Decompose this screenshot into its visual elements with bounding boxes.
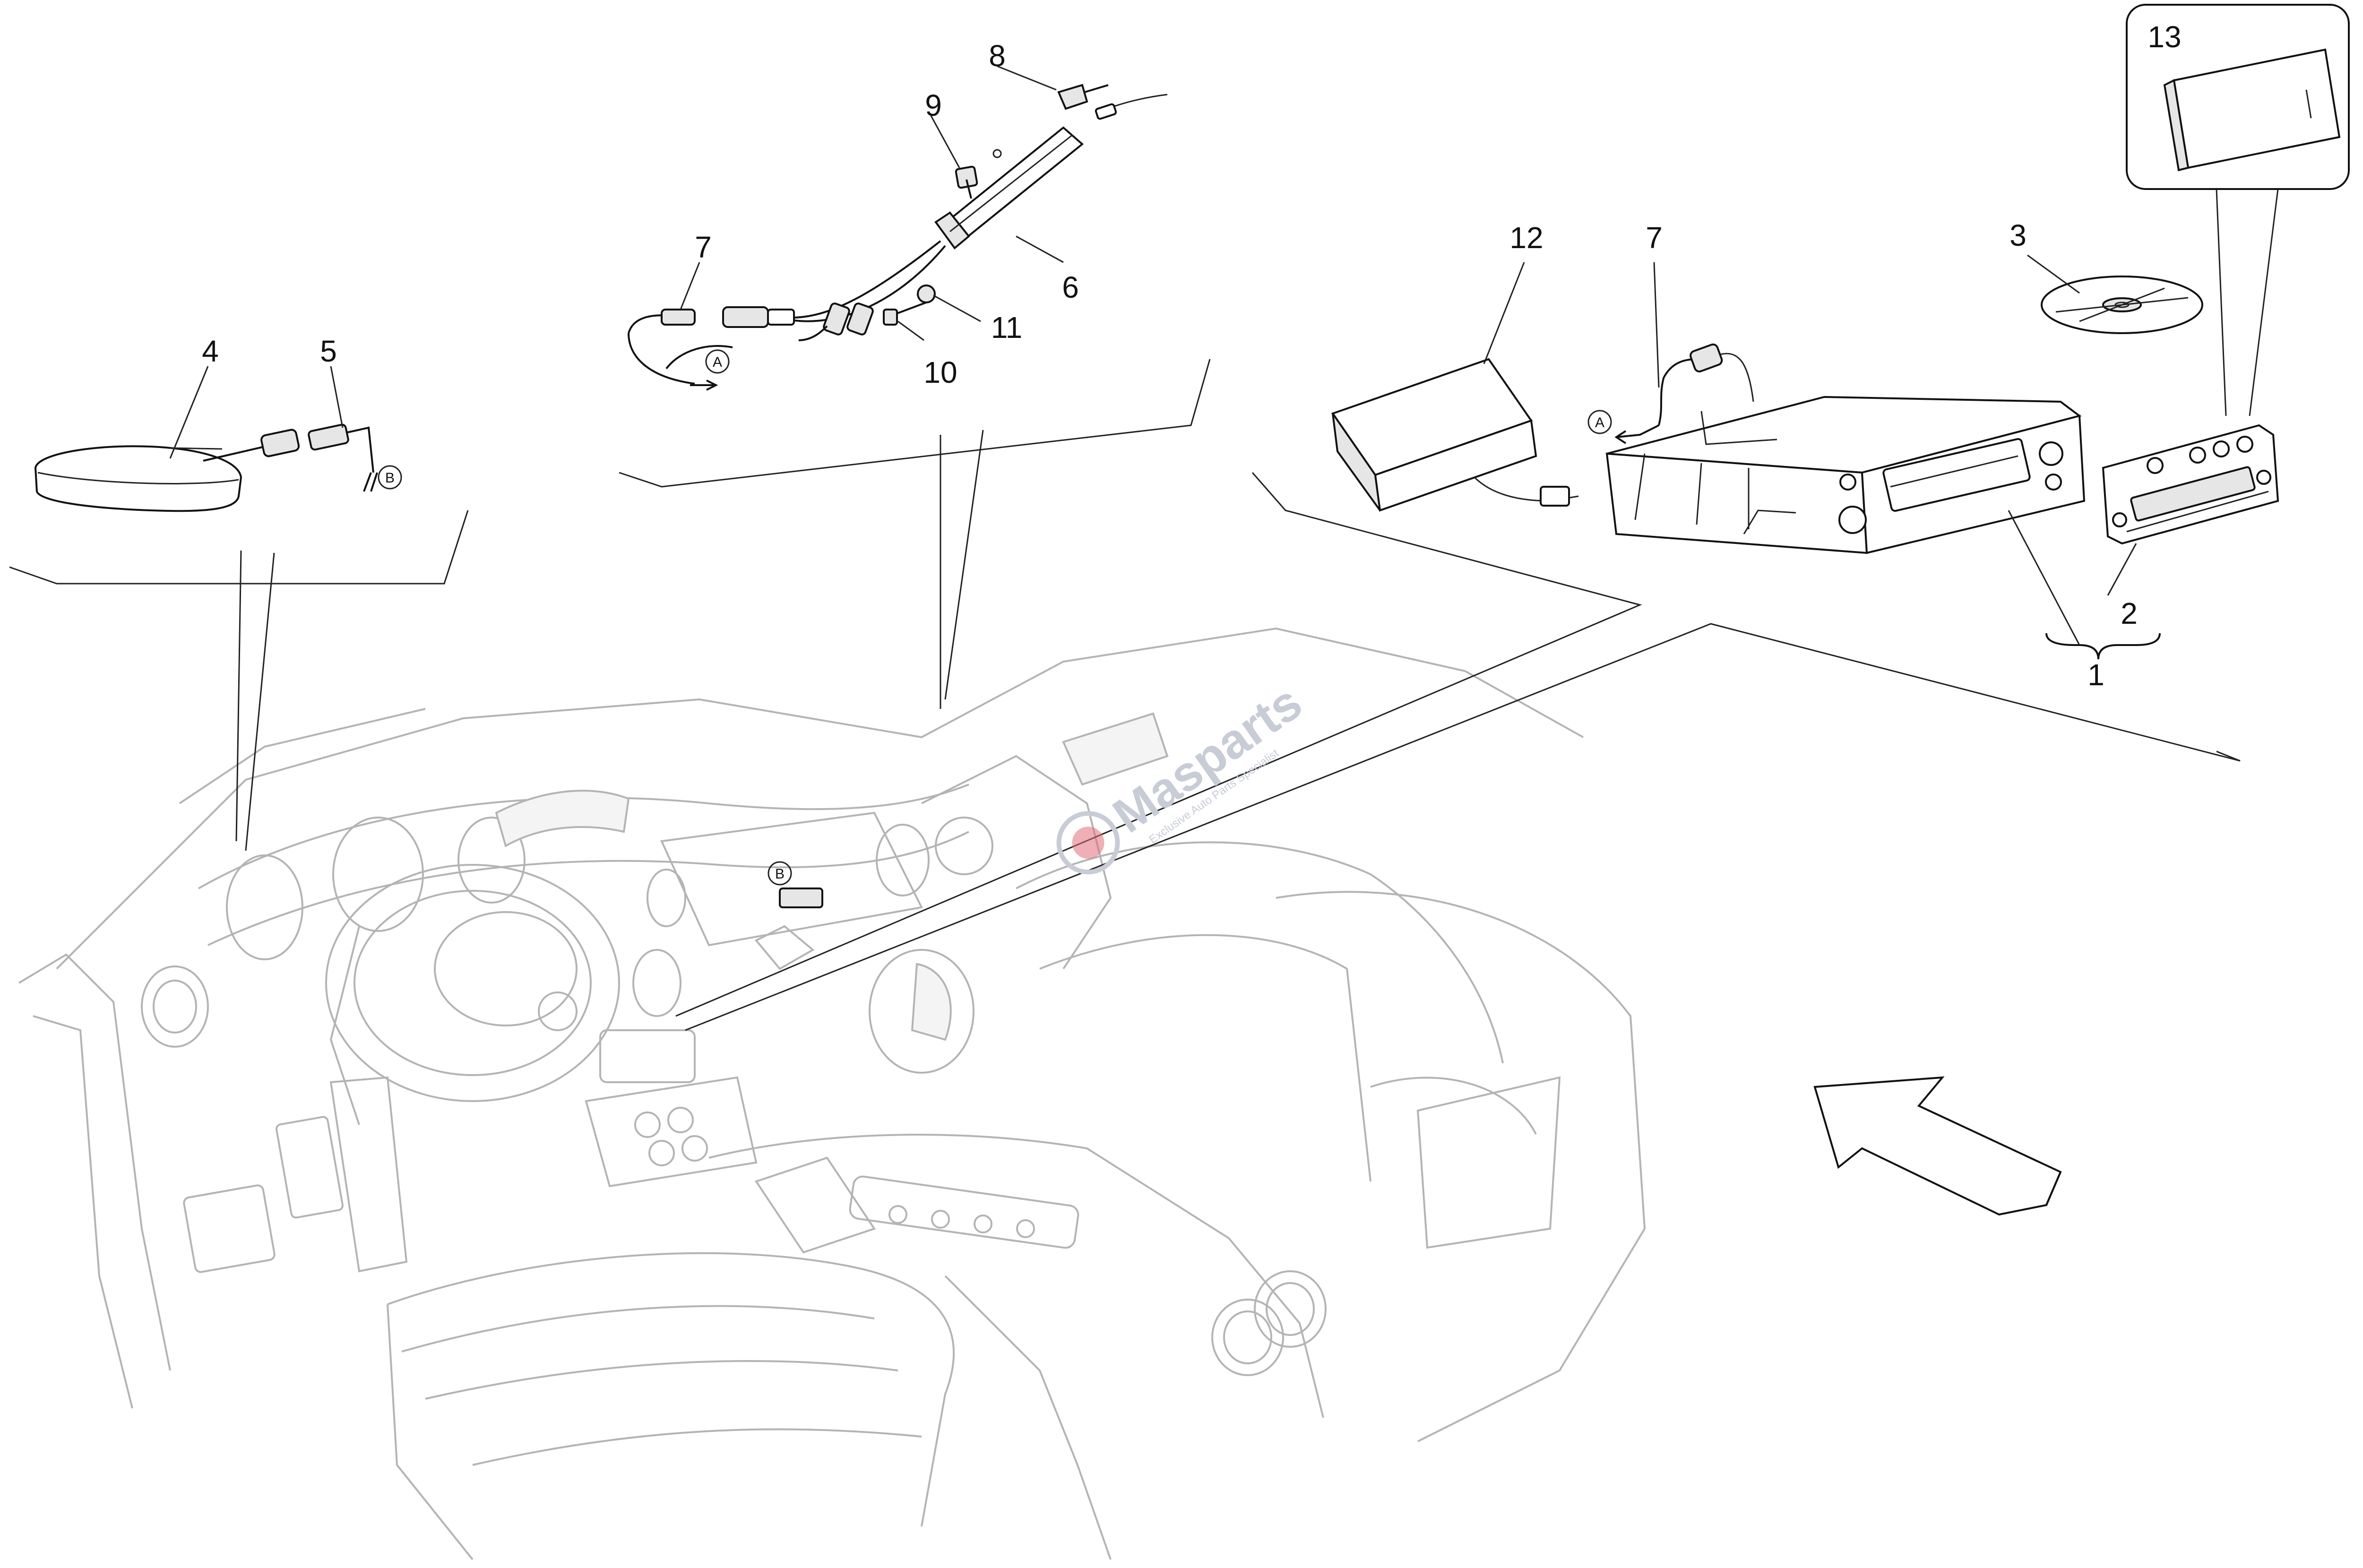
connector-b-marker-2: B (768, 861, 823, 908)
callout-7-radio: 7 (1646, 221, 1663, 255)
part-7-cable-harness (628, 240, 946, 391)
callout-leader-lines (169, 65, 2137, 646)
callout-11: 11 (991, 310, 1022, 345)
callout-9: 9 (925, 88, 942, 122)
part-11-nut (917, 284, 936, 303)
callout-13: 13 (2147, 20, 2181, 54)
part-7-radio-cable (1614, 343, 1754, 444)
part-8-screw (1057, 84, 1168, 120)
connector-a-marker-2: A (1587, 410, 1612, 434)
connector-a-label: A (713, 354, 722, 370)
connector-b-label: B (775, 866, 785, 882)
callout-12: 12 (1509, 221, 1543, 255)
connector-b-plug (779, 887, 823, 908)
connector-b-label: B (385, 470, 395, 486)
callout-10: 10 (923, 355, 957, 389)
callout-4: 4 (202, 334, 219, 368)
group-brace (2045, 633, 2161, 660)
car-interior-drawing (18, 627, 1646, 1560)
leader-lines (9, 189, 2279, 1031)
callout-5: 5 (320, 334, 337, 368)
part-1-radio-unit (1605, 396, 2086, 554)
part-4-antenna (34, 445, 242, 512)
part-6-amplifier (934, 126, 1084, 250)
callout-7-amp: 7 (695, 230, 712, 264)
connector-a-label: A (1595, 415, 1604, 431)
connector-a-marker-1: A (705, 349, 730, 374)
part-9-screw (955, 149, 1002, 199)
part-5-antenna-cable (203, 423, 378, 492)
callout-3: 3 (2009, 218, 2027, 252)
connector-b-marker-1: B (378, 465, 402, 490)
part-12-cover (1331, 358, 1579, 512)
view-direction-arrow (1813, 1076, 2062, 1216)
callout-6: 6 (1062, 270, 1079, 304)
watermark-logo-icon (1056, 811, 1120, 875)
part-3-disc (2041, 276, 2203, 334)
part-13-case-inset (2126, 4, 2350, 190)
arrow-edge (2045, 1172, 2061, 1206)
callout-2: 2 (2121, 596, 2138, 630)
callout-1: 1 (2087, 658, 2104, 692)
watermark-logo-dot-icon (1072, 827, 1104, 859)
callout-8: 8 (989, 39, 1006, 73)
part-2-front-panel (2102, 424, 2279, 545)
part-10-bolt (883, 302, 927, 326)
